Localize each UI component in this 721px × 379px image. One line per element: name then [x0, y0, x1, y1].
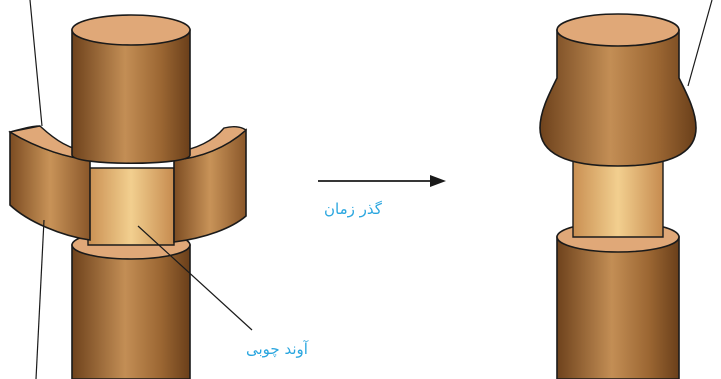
passage-of-time-label: گذر زمان — [324, 200, 382, 218]
left-top-log — [72, 15, 190, 163]
left-stem-assembly — [10, 0, 252, 379]
left-inner-core — [88, 168, 174, 245]
right-stem-assembly — [540, 0, 712, 379]
leader-line-top-left — [30, 0, 42, 126]
right-bottom-log — [557, 222, 679, 379]
left-bottom-log — [72, 231, 190, 379]
right-inner-core — [573, 160, 663, 237]
leader-line-top-right — [688, 0, 712, 86]
right-swollen-top — [540, 14, 696, 166]
leader-line-bottom-left — [36, 220, 44, 379]
wooden-bracket-label: آوند چوبی — [246, 340, 308, 358]
time-arrow — [318, 175, 446, 187]
